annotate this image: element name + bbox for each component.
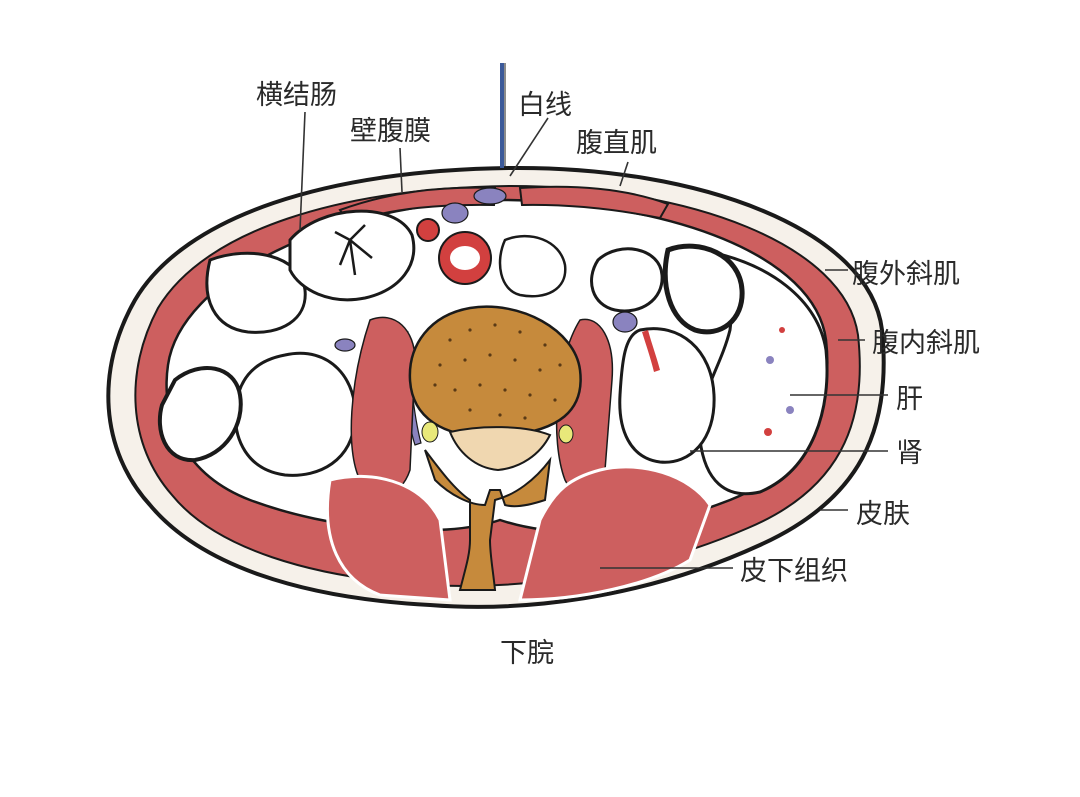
label-parietal-peritoneum: 壁腹膜 <box>350 116 431 147</box>
label-kidney: 肾 <box>896 438 923 469</box>
descending-colon <box>157 366 243 463</box>
label-external-oblique: 腹外斜肌 <box>852 259 960 290</box>
spinal-canal <box>448 426 552 472</box>
erector-spinae-right <box>518 465 712 602</box>
renal-artery <box>642 330 660 372</box>
label-linea-alba: 白线 <box>518 90 572 121</box>
facet-right <box>558 424 574 444</box>
figure-caption: 下脘 <box>500 638 554 669</box>
leader-lines <box>299 111 888 569</box>
vertebral-arch <box>424 449 552 591</box>
transverse-colon-haustra <box>334 224 373 276</box>
colon-loop-right <box>662 243 745 335</box>
label-rectus-abdominis: 腹直肌 <box>576 128 657 159</box>
kidney-left <box>233 351 357 477</box>
rectus-abdominis-right <box>518 185 670 220</box>
aorta-lumen <box>450 246 480 270</box>
kidney-right <box>618 327 716 464</box>
small-bowel-center <box>498 235 567 298</box>
small-artery <box>416 218 440 242</box>
label-liver: 肝 <box>896 384 923 415</box>
liver-vessels <box>764 327 794 436</box>
jejunum-loop-right <box>590 247 664 313</box>
erector-spinae-left <box>325 474 452 602</box>
label-skin: 皮肤 <box>856 499 910 530</box>
label-subcutaneous-tissue: 皮下组织 <box>740 556 848 587</box>
vertebral-body-texture <box>433 323 562 420</box>
colon-loop-upper-left <box>205 251 307 334</box>
facet-left <box>421 421 439 443</box>
label-transverse-colon: 横结肠 <box>256 80 337 111</box>
label-internal-oblique: 腹内斜肌 <box>872 328 980 359</box>
